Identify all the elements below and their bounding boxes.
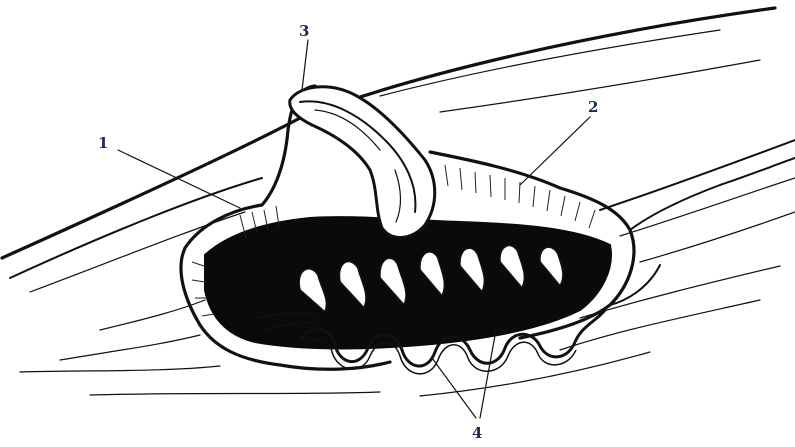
callout-label-1: 1 [98,134,108,152]
leader-line-3 [302,40,308,90]
projection-3 [290,87,435,238]
callout-label-3: 3 [299,22,309,40]
leader-line-4a [432,358,476,418]
callout-label-4: 4 [472,424,482,442]
leader-line-4b [480,330,496,418]
leader-line-2 [520,117,590,185]
callout-label-2: 2 [588,98,598,116]
